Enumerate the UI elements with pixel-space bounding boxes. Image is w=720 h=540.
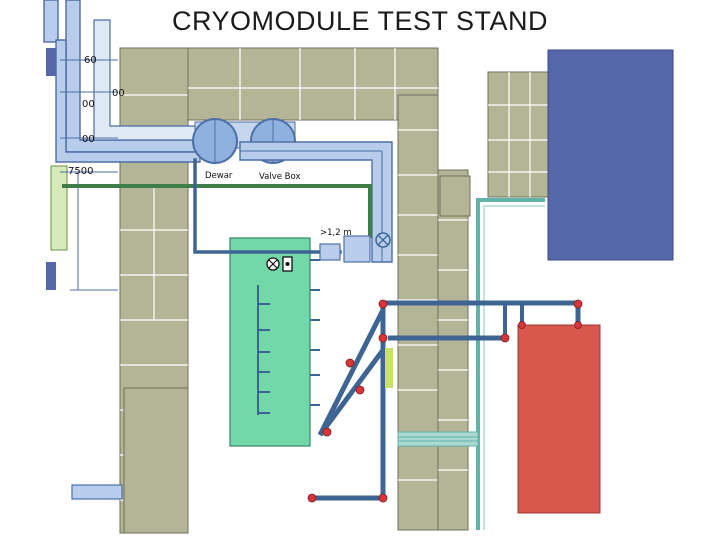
dewar-valve-box: Dewar Valve Box (192, 118, 393, 263)
teal-pipes (397, 198, 545, 530)
page-title: CRYOMODULE TEST STAND (171, 6, 549, 36)
dimension-label: 7500 (68, 166, 93, 177)
cryomodule (229, 237, 320, 447)
top-shield-row (187, 47, 439, 121)
right-shield-column (397, 94, 439, 531)
supply-pipe (193, 158, 342, 254)
dimension-label: 00 (82, 134, 95, 145)
right-shield-inner (437, 169, 469, 531)
dewar-label: Dewar (205, 171, 233, 181)
dimension-label: 00 (82, 99, 95, 110)
valve-box-label: Valve Box (259, 172, 301, 182)
shield-small-block (439, 175, 471, 217)
dimension-label: 00 (112, 88, 125, 99)
far-right-shield (487, 71, 551, 198)
valve-pair-icon (266, 256, 293, 272)
shielding-blocks (119, 47, 551, 534)
red-equipment-block (517, 324, 601, 514)
dimension-label: 60 (84, 55, 97, 66)
distance-label: >1,2 m (320, 228, 352, 238)
green-reference-line (62, 184, 372, 238)
blue-equipment-block (547, 49, 674, 261)
bottom-shield-block (123, 387, 189, 534)
return-piping (307, 299, 583, 503)
valve-icon (375, 232, 391, 248)
